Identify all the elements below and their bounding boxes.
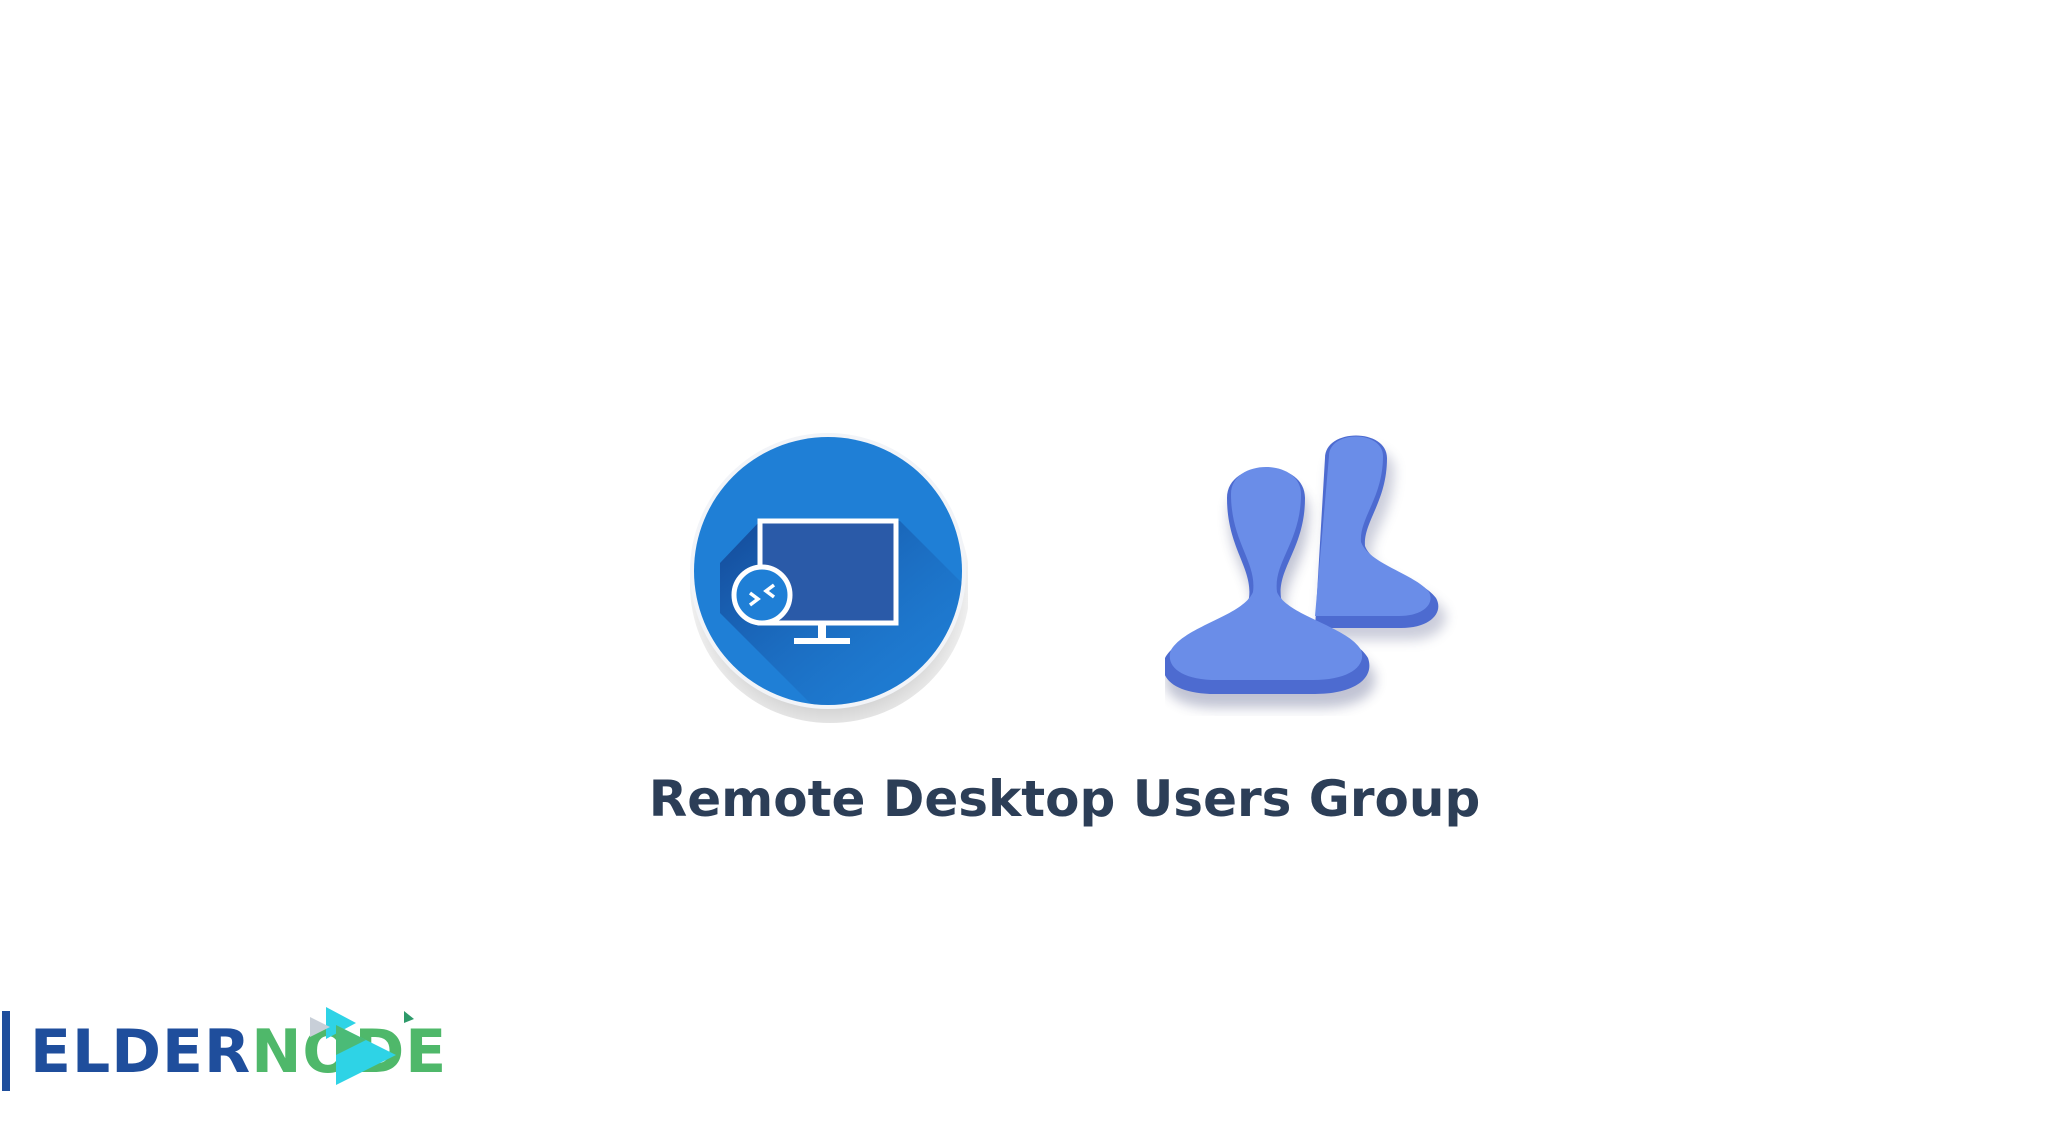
eldernode-logo: ELDERNODE: [0, 995, 446, 1105]
logo-text: ELDERNODE: [30, 1017, 447, 1087]
play-arrows-icon: [310, 1007, 414, 1085]
logo-text-elder: ELDER: [30, 1017, 252, 1087]
page-title-text: Remote Desktop Users Group: [648, 770, 1481, 828]
users-group-icon-wrap: [1165, 430, 1465, 716]
remote-desktop-icon: [690, 433, 968, 723]
logo-bar: [2, 1011, 10, 1091]
remote-desktop-icon-wrap: [690, 433, 968, 723]
users-group-icon: [1165, 435, 1446, 708]
page-title: Remote Desktop Users Group: [0, 764, 2069, 834]
